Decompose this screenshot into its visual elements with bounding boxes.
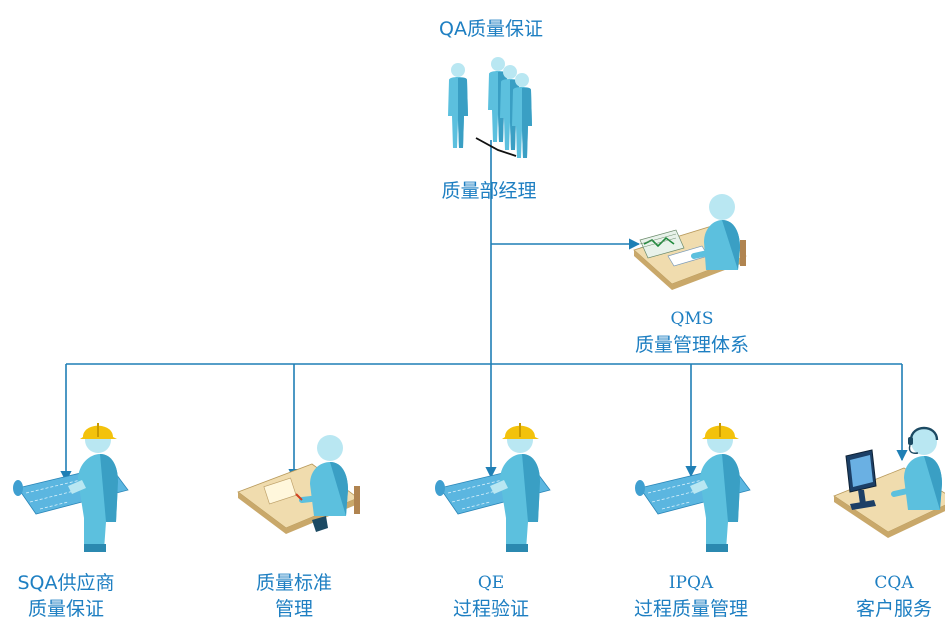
- role-qe-label: QE 过程验证: [452, 573, 530, 620]
- role-standard-label: 质量标准 管理: [255, 572, 333, 620]
- role-ipqa-label: IPQA 过程质量管理: [633, 573, 749, 620]
- analyst-desk-icon: [634, 194, 746, 290]
- engineer-blueprint-icon: [12, 422, 129, 553]
- engineer-blueprint-icon: [434, 422, 551, 553]
- call-center-icon: [834, 428, 945, 538]
- engineer-blueprint-icon: [634, 422, 751, 553]
- writer-desk-icon: [238, 435, 360, 534]
- connector-lines: [60, 140, 908, 483]
- group-icon: [448, 57, 532, 158]
- qa-title: QA质量保证: [439, 18, 543, 40]
- role-cqa-label: CQA 客户服务: [855, 573, 933, 620]
- role-sqa-label: SQA供应商 质量保证: [17, 572, 115, 620]
- qms-label: QMS 质量管理体系: [634, 309, 750, 356]
- manager-label: 质量部经理: [441, 180, 537, 202]
